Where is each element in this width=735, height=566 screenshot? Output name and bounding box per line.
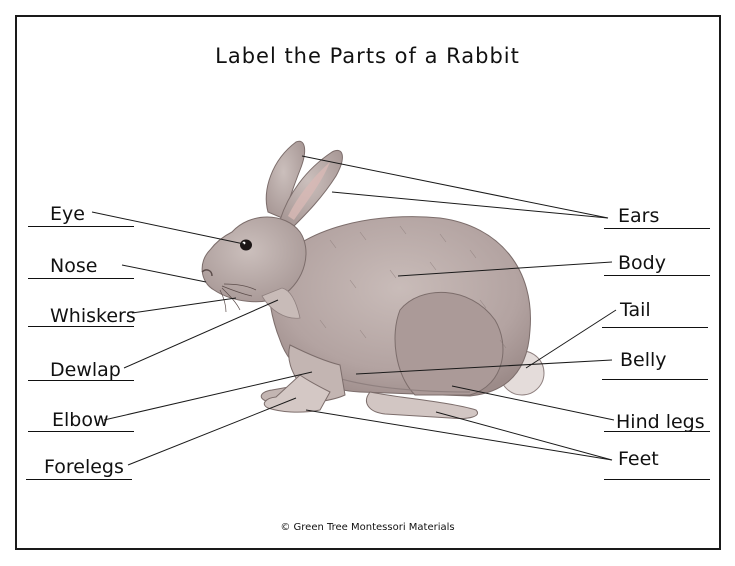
label-belly: Belly — [620, 349, 667, 371]
rabbit-drawing — [201, 140, 545, 419]
leader-belly — [355, 359, 613, 375]
rabbit-hind-foot — [366, 391, 478, 419]
leader-body — [397, 261, 613, 277]
answer-line-body — [604, 275, 710, 276]
leader-tail — [525, 309, 617, 369]
answer-line-ears — [604, 228, 710, 229]
label-nose: Nose — [50, 255, 98, 277]
label-elbow: Elbow — [52, 409, 109, 431]
label-feet: Feet — [618, 448, 659, 470]
rabbit-hind-leg — [394, 291, 504, 396]
answer-line-belly — [602, 379, 708, 380]
label-eye: Eye — [50, 203, 85, 225]
leader-ears-2 — [331, 191, 609, 219]
answer-line-whiskers — [28, 326, 134, 327]
leader-feet-2 — [435, 411, 613, 461]
leader-eye — [91, 211, 245, 245]
answer-line-tail — [602, 327, 708, 328]
worksheet-border — [15, 15, 721, 550]
label-hind-legs: Hind legs — [616, 411, 705, 433]
label-whiskers: Whiskers — [50, 305, 136, 327]
answer-line-hind-legs — [604, 431, 710, 432]
leader-whiskers — [131, 297, 237, 314]
label-tail: Tail — [620, 299, 651, 321]
answer-line-dewlap — [28, 380, 134, 381]
rabbit-eye — [240, 239, 252, 251]
leader-hind-legs — [451, 385, 615, 421]
answer-line-eye — [28, 226, 134, 227]
copyright-credit: © Green Tree Montessori Materials — [280, 522, 455, 533]
rabbit-foreleg-back — [263, 374, 331, 413]
answer-line-elbow — [28, 431, 134, 432]
leader-ears-1 — [301, 155, 609, 219]
label-ears: Ears — [618, 205, 660, 227]
label-dewlap: Dewlap — [50, 359, 121, 381]
answer-line-forelegs — [26, 479, 132, 480]
answer-line-nose — [28, 278, 134, 279]
leader-feet-1 — [305, 409, 613, 461]
leader-nose — [121, 264, 207, 283]
leader-lines — [91, 155, 617, 466]
leader-elbow — [103, 371, 313, 421]
rabbit-head — [201, 216, 307, 303]
leader-forelegs — [127, 397, 297, 466]
label-forelegs: Forelegs — [44, 456, 124, 478]
leader-dewlap — [123, 299, 279, 369]
answer-line-feet — [604, 479, 710, 480]
label-body: Body — [618, 252, 666, 274]
page-title: Label the Parts of a Rabbit — [215, 44, 520, 68]
